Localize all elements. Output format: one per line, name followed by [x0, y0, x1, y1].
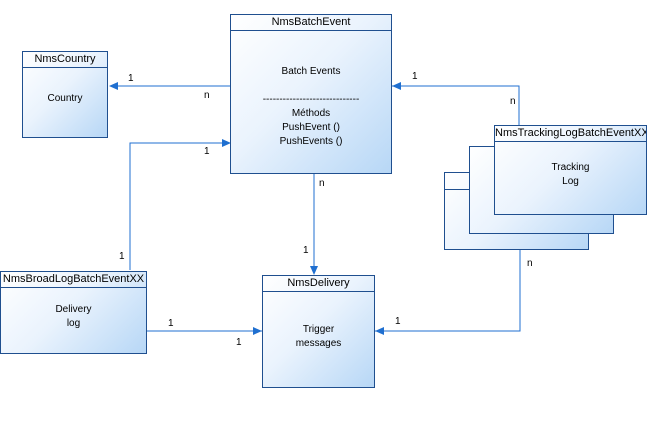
arrowhead-batch-right — [392, 82, 401, 90]
class-nms-country[interactable]: NmsCountry Country — [22, 51, 108, 138]
class-title: NmsDelivery — [263, 276, 374, 292]
class-title: NmsBatchEvent — [231, 15, 391, 31]
multiplicity-broadlog-batch-one: 1 — [119, 251, 125, 262]
spacer-line — [231, 79, 391, 93]
class-title: NmsBroadLogBatchEventXX — [1, 272, 146, 288]
multiplicity-tracking-delivery-n: n — [527, 258, 533, 269]
class-nms-delivery[interactable]: NmsDelivery Trigger messages — [262, 275, 375, 388]
class-description: Country — [47, 93, 83, 104]
class-description-line-2: messages — [295, 338, 342, 349]
multiplicity-batch-broadlog-one: 1 — [204, 146, 210, 157]
class-nms-broad-log-batch-event[interactable]: NmsBroadLogBatchEventXX Delivery log — [0, 271, 147, 354]
multiplicity-country-one: 1 — [128, 73, 134, 84]
connector-tracking-batch — [391, 85, 520, 126]
class-nms-batch-event[interactable]: NmsBatchEvent Batch Events -------------… — [230, 14, 392, 174]
arrowhead-country — [109, 82, 118, 90]
methods-heading: Méthods — [291, 108, 331, 119]
multiplicity-broadlog-delivery-one: 1 — [168, 318, 174, 329]
class-title: NmsCountry — [23, 52, 107, 68]
separator-line: ----------------------------- — [262, 94, 360, 105]
arrowhead-delivery-left — [253, 327, 262, 335]
arrowhead-batch-left — [222, 139, 231, 147]
class-description-line-2: Log — [562, 176, 579, 187]
connector-tracking-delivery — [375, 249, 521, 332]
arrowhead-delivery-top — [310, 266, 318, 275]
multiplicity-delivery-tracking-one: 1 — [395, 316, 401, 327]
class-title: NmsTrackingLogBatchEventXX — [495, 126, 646, 142]
multiplicity-batch-tracking-one: 1 — [412, 71, 418, 82]
multiplicity-delivery-batch-one: 1 — [303, 245, 309, 256]
multiplicity-tracking-batch-n: n — [510, 96, 516, 107]
class-description: Batch Events — [281, 66, 341, 77]
multiplicity-batch-delivery-n: n — [319, 178, 325, 189]
method-push-events: PushEvents () — [279, 136, 343, 147]
multiplicity-delivery-broadlog-one: 1 — [236, 337, 242, 348]
class-description-line-1: Delivery — [55, 304, 92, 315]
class-nms-tracking-log-batch-event[interactable]: NmsTrackingLogBatchEventXX Tracking Log — [494, 125, 647, 215]
arrowhead-delivery-right — [375, 327, 384, 335]
class-description-line-1: Trigger — [302, 324, 335, 335]
method-push-event: PushEvent () — [282, 122, 340, 133]
class-description-line-2: log — [66, 318, 81, 329]
connector-broadlog-batch — [129, 142, 231, 270]
multiplicity-batch-country-n: n — [204, 90, 210, 101]
class-description-line-1: Tracking — [551, 162, 590, 173]
